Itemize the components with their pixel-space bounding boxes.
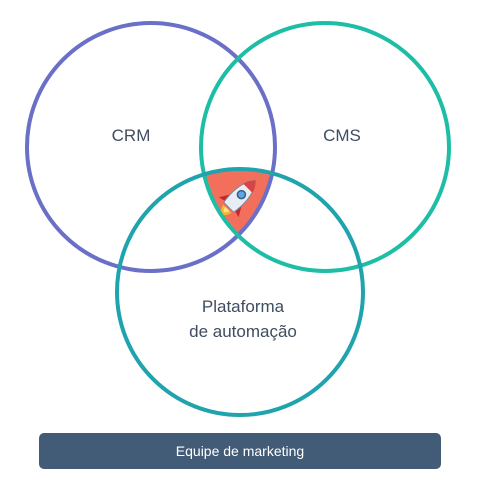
rocket-icon [218, 179, 257, 218]
automation-label-line-2: de automação [189, 322, 297, 341]
crm-circle [25, 21, 277, 273]
cms-label: CMS [323, 126, 361, 145]
marketing-team-bar: Equipe de marketing [39, 433, 441, 469]
automation-label-line-1: Plataforma [202, 297, 285, 316]
crm-label: CRM [112, 126, 151, 145]
automation-circle [115, 167, 365, 417]
marketing-team-label: Equipe de marketing [175, 443, 305, 459]
cms-circle [199, 21, 451, 273]
